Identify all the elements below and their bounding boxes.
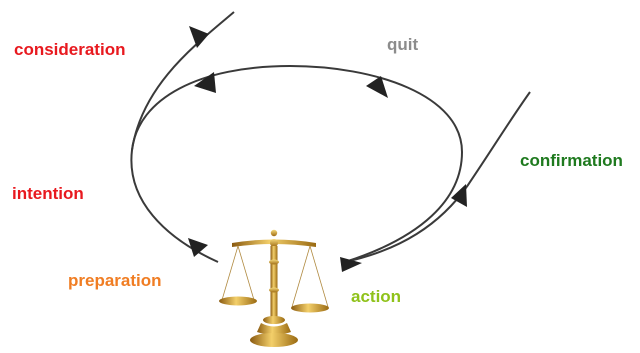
label-action: action bbox=[351, 287, 402, 306]
label-confirmation: confirmation bbox=[520, 151, 623, 170]
label-quit: quit bbox=[387, 35, 419, 54]
label-consideration: consideration bbox=[14, 40, 126, 59]
exit-path bbox=[344, 91, 531, 263]
arrow-action-icon bbox=[340, 257, 362, 272]
entry-path bbox=[131, 11, 235, 151]
arrow-consideration-icon bbox=[189, 26, 209, 48]
arrow-intention-icon bbox=[188, 238, 208, 257]
arrow-confirmation-icon bbox=[451, 184, 467, 207]
arrow-top-left-icon bbox=[194, 72, 216, 93]
cycle-loop-path bbox=[130, 64, 464, 263]
balance-scale-icon bbox=[219, 229, 329, 347]
label-intention: intention bbox=[12, 184, 84, 203]
arrow-quit-icon bbox=[366, 76, 388, 98]
label-preparation: preparation bbox=[68, 271, 162, 290]
